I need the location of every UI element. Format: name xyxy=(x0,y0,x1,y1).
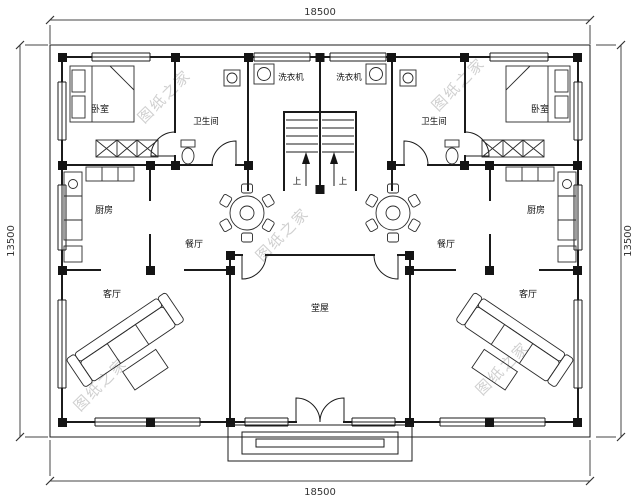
dimension-top-label: 18500 xyxy=(304,7,336,18)
door-arcs xyxy=(150,131,321,423)
room-label-dining-left: 餐厅 xyxy=(185,238,203,250)
dimension-bottom: 18500 xyxy=(45,440,595,498)
toilet-icon xyxy=(180,139,196,165)
room-label-kitchen-right: 厨房 xyxy=(527,204,545,216)
sofa-icon xyxy=(66,292,184,391)
window-top-bedroom xyxy=(91,52,151,62)
door-arc-bathroom xyxy=(211,140,237,166)
room-label-living-right: 客厅 xyxy=(519,288,537,300)
sink-icon xyxy=(223,69,241,87)
stair-up-arrow-icon xyxy=(302,152,310,164)
door-arc-bedroom xyxy=(150,131,176,157)
room-label-kitchen-left: 厨房 xyxy=(95,204,113,216)
columns xyxy=(58,53,253,427)
dimension-left: 13500 xyxy=(6,40,48,442)
entrance-porch xyxy=(227,424,413,462)
room-label-hall: 堂屋 xyxy=(311,302,329,314)
staircase xyxy=(283,111,321,191)
washing-machine-icon xyxy=(253,63,275,85)
dimension-right-label: 13500 xyxy=(623,225,634,257)
room-label-living-left: 客厅 xyxy=(103,288,121,300)
dimension-left-label: 13500 xyxy=(6,225,17,257)
door-arc-hall xyxy=(241,254,267,280)
dimension-bottom-label: 18500 xyxy=(304,487,336,498)
stair-up-label-right: 上 xyxy=(339,177,348,187)
watermark-text: 图纸之家 xyxy=(472,338,533,399)
room-label-bedroom-left: 卧室 xyxy=(91,103,109,115)
room-label-bathroom-left: 卫生间 xyxy=(193,116,219,127)
dining-table-icon xyxy=(219,183,275,243)
window-left-living xyxy=(57,299,67,389)
room-label-laundry-right: 洗衣机 xyxy=(336,72,362,83)
room-label-dining-right: 餐厅 xyxy=(437,238,455,250)
room-label-bathroom-right: 卫生间 xyxy=(421,116,447,127)
unit-left xyxy=(57,52,321,427)
stair-up-label-left: 上 xyxy=(293,177,302,187)
room-label-bedroom-right: 卧室 xyxy=(531,103,549,115)
eave-outline xyxy=(49,44,591,438)
window-top-laundry xyxy=(253,52,311,62)
room-labels: 卧室 卧室 卫生间 卫生间 洗衣机 洗衣机 厨房 厨房 餐厅 餐厅 客厅 客厅 … xyxy=(91,72,549,314)
bed-icon xyxy=(69,65,135,123)
center-elements xyxy=(315,53,325,194)
kitchen-counter-icon xyxy=(63,166,135,263)
wardrobe-icon xyxy=(95,139,159,158)
dimension-top: 18500 xyxy=(45,7,595,44)
dimension-right: 13500 xyxy=(596,40,634,442)
room-label-laundry-left: 洗衣机 xyxy=(278,72,304,83)
window-left-kitchen xyxy=(57,184,67,251)
window-hall-front xyxy=(244,417,289,427)
door-arc-entrance-leaf xyxy=(295,397,321,423)
watermark-text: 图纸之家 xyxy=(134,66,195,127)
window-left-bedroom xyxy=(57,81,67,141)
watermark-text: 图纸之家 xyxy=(428,54,489,115)
